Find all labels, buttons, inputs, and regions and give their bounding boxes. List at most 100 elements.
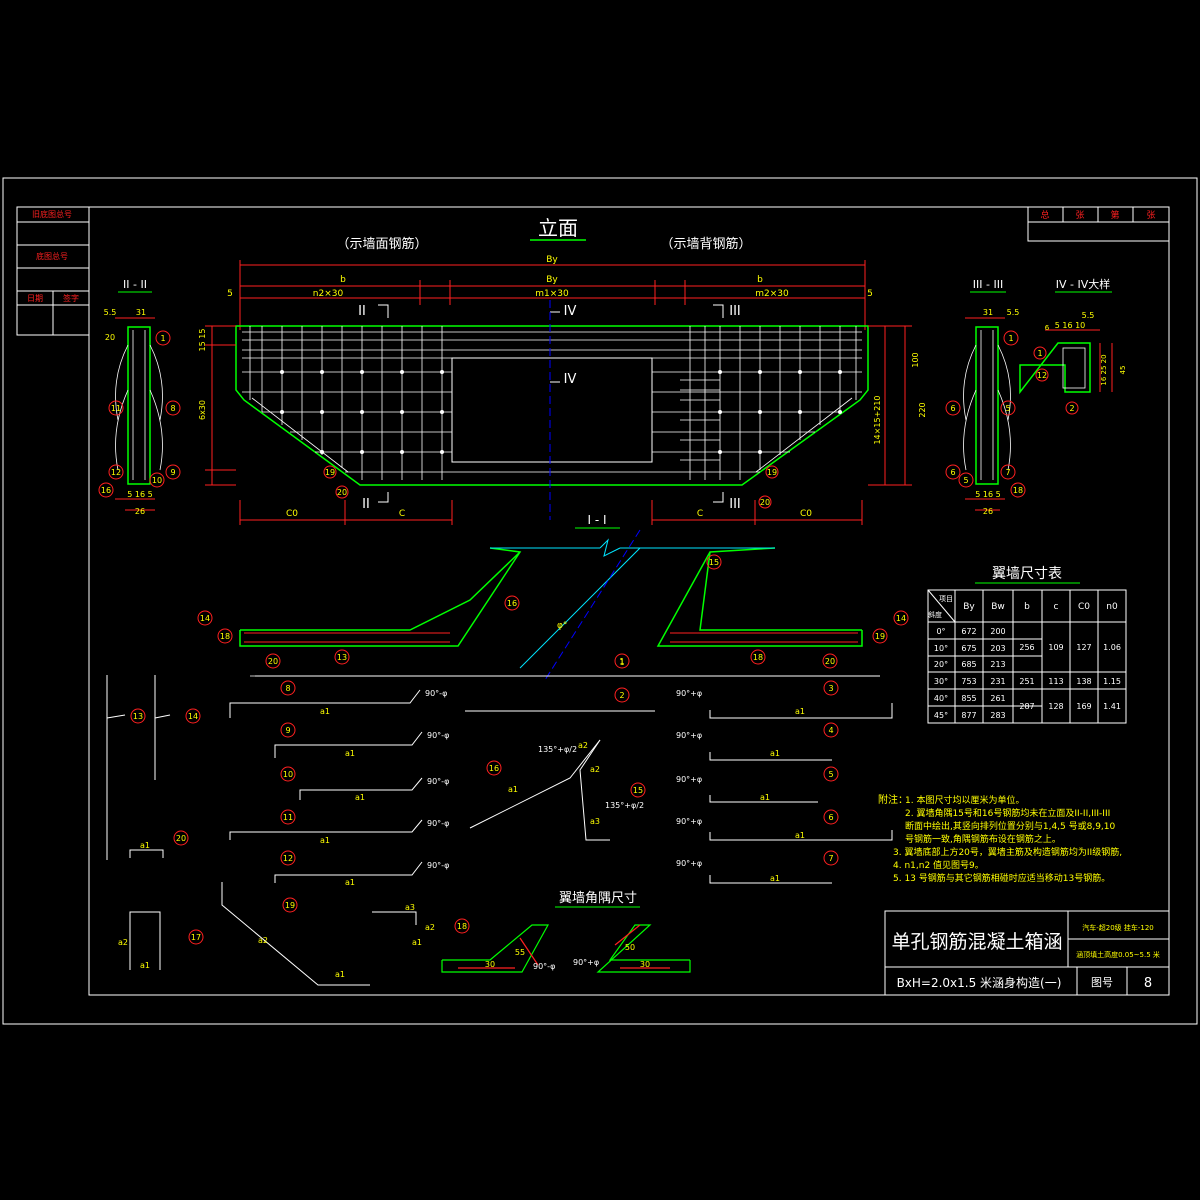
- svg-text:283: 283: [990, 711, 1005, 720]
- table-header-C0: C0: [1078, 602, 1090, 612]
- load-info: 汽车-超20级 挂车-120: [1082, 923, 1154, 932]
- elevation-right-subtitle: （示墙背钢筋）: [660, 236, 751, 252]
- table-corner-top: 项目: [939, 595, 953, 603]
- svg-text:256: 256: [1019, 643, 1034, 652]
- section-III-dim-31: 31: [983, 308, 993, 317]
- note-line-2: 2. 翼墙角隅15号和16号钢筋均未在立面及II-II,III-III: [905, 807, 1110, 819]
- marker-IV-1: 12: [1037, 371, 1047, 380]
- section-mark-II-top: II: [358, 304, 366, 319]
- bar-details-right: [709, 703, 893, 884]
- sheet-no-label: 第: [1110, 209, 1119, 221]
- elevation-markers: [323, 465, 779, 509]
- dim-5-left: 5: [227, 289, 233, 299]
- elevation-bottom-dims: [239, 500, 863, 525]
- bar-8-angle: 90°-φ: [425, 689, 447, 698]
- dim-m1x30: m1×30: [535, 289, 569, 299]
- section-IV-detail: [1019, 342, 1091, 395]
- notes-label: 附注：: [878, 793, 908, 806]
- bar-11-no: 11: [283, 813, 293, 822]
- svg-text:20°: 20°: [934, 660, 948, 669]
- elevation-left-dims: [205, 325, 236, 486]
- plan-marker-18-right: 18: [753, 653, 763, 662]
- section-III-dim-bottom: 5 16 5: [975, 490, 1000, 499]
- bar-18-a2: a2: [425, 923, 435, 932]
- bar-6-no: 6: [828, 813, 833, 822]
- bar-16-a1: a1: [508, 785, 518, 794]
- svg-text:1.41: 1.41: [1103, 702, 1121, 711]
- bar-14-no: 14: [188, 712, 198, 721]
- table-title: 翼墙尺寸表: [992, 566, 1062, 582]
- bar-18-a1: a1: [412, 938, 422, 947]
- bar-16-angle: 135°+φ/2: [538, 745, 577, 754]
- table-header-Bw: Bw: [991, 602, 1005, 612]
- plan-marker-1: 1: [619, 657, 624, 666]
- svg-text:40°: 40°: [934, 694, 948, 703]
- section-mark-IV-mid: IV: [564, 372, 577, 387]
- section-mark-IV-top: IV: [564, 304, 577, 319]
- marker-IV-0: 1: [1037, 349, 1042, 358]
- section-IV-dim-top: 5 16 10: [1055, 321, 1086, 330]
- section-I-title: I - I: [587, 513, 606, 527]
- bar-19-a1: a1: [335, 970, 345, 979]
- svg-text:877: 877: [961, 711, 976, 720]
- svg-text:10°: 10°: [934, 644, 948, 653]
- bar-9-len: a1: [345, 749, 355, 758]
- svg-text:203: 203: [990, 644, 1005, 653]
- signature-label: 签字: [63, 293, 79, 303]
- bar-labels-right: [823, 680, 839, 866]
- bar-17-no: 17: [191, 933, 201, 942]
- bar-17-a1: a1: [140, 961, 150, 970]
- marker-III-5: 5: [963, 476, 968, 485]
- figure-label: 图号: [1091, 976, 1113, 989]
- section-mark-III-bottom: III: [729, 497, 741, 512]
- svg-text:45°: 45°: [934, 711, 948, 720]
- section-mark-III-top: III: [729, 304, 741, 319]
- corner-dim-50: 50: [625, 943, 635, 952]
- marker-II-5: 16: [101, 486, 111, 495]
- bar-13-no: 13: [133, 712, 143, 721]
- dim-6x30: 6x30: [198, 400, 207, 420]
- section-II-dim-26: 26: [135, 507, 145, 516]
- dim-By: By: [546, 255, 558, 265]
- bar-9-no: 9: [285, 726, 290, 735]
- dim-C0-right: C0: [800, 509, 812, 519]
- bar-5-len: a1: [760, 793, 770, 802]
- corner-dim-55: 55: [515, 948, 525, 957]
- bar-details-center: [255, 675, 880, 841]
- section-IV-dim-45: 45: [1119, 366, 1127, 375]
- bar-20-a1: a1: [140, 841, 150, 850]
- rebar-dots: [280, 370, 842, 454]
- bar-20-no: 20: [176, 834, 186, 843]
- dim-b-left: b: [340, 275, 346, 285]
- bar-3-len: a1: [795, 707, 805, 716]
- corner-detail-drawing: [441, 924, 691, 973]
- marker-III-3: 6: [950, 468, 955, 477]
- section-III-dim-55: 5.5: [1007, 308, 1020, 317]
- dim-100: 100: [911, 352, 920, 367]
- elevation-title: 立面: [538, 216, 578, 240]
- svg-text:0°: 0°: [936, 627, 945, 636]
- bar-8-len: a1: [320, 707, 330, 716]
- plan-marker-18-left: 18: [220, 632, 230, 641]
- bar-6-len: a1: [795, 831, 805, 840]
- elevation-left-subtitle: （示墙面钢筋）: [336, 236, 427, 252]
- bar-10-len: a1: [355, 793, 365, 802]
- marker-III-2: 5: [1005, 404, 1010, 413]
- marker-20-right: 20: [760, 498, 770, 507]
- bar-15-angle: 135°+φ/2: [605, 801, 644, 810]
- figure-number: 8: [1144, 976, 1152, 991]
- section-III-title: III - III: [973, 278, 1003, 291]
- table-corner-bottom: 斜度: [928, 610, 942, 619]
- bar-18-no: 18: [457, 922, 467, 931]
- plan-view: [239, 538, 863, 669]
- base-drawing-no-label: 底图总号: [36, 251, 68, 261]
- sheet-count-box: [1027, 206, 1170, 242]
- plan-axis: [544, 529, 641, 681]
- section-mark-II-bottom: II: [362, 497, 370, 512]
- table-header-b: b: [1024, 602, 1030, 612]
- drawing-title: 单孔钢筋混凝土箱涵: [891, 931, 1062, 953]
- dim-1515: 15 15: [198, 329, 207, 352]
- marker-III-0: 1: [1008, 334, 1013, 343]
- bar-5-no: 5: [828, 770, 833, 779]
- marker-II-4: 9: [170, 468, 175, 477]
